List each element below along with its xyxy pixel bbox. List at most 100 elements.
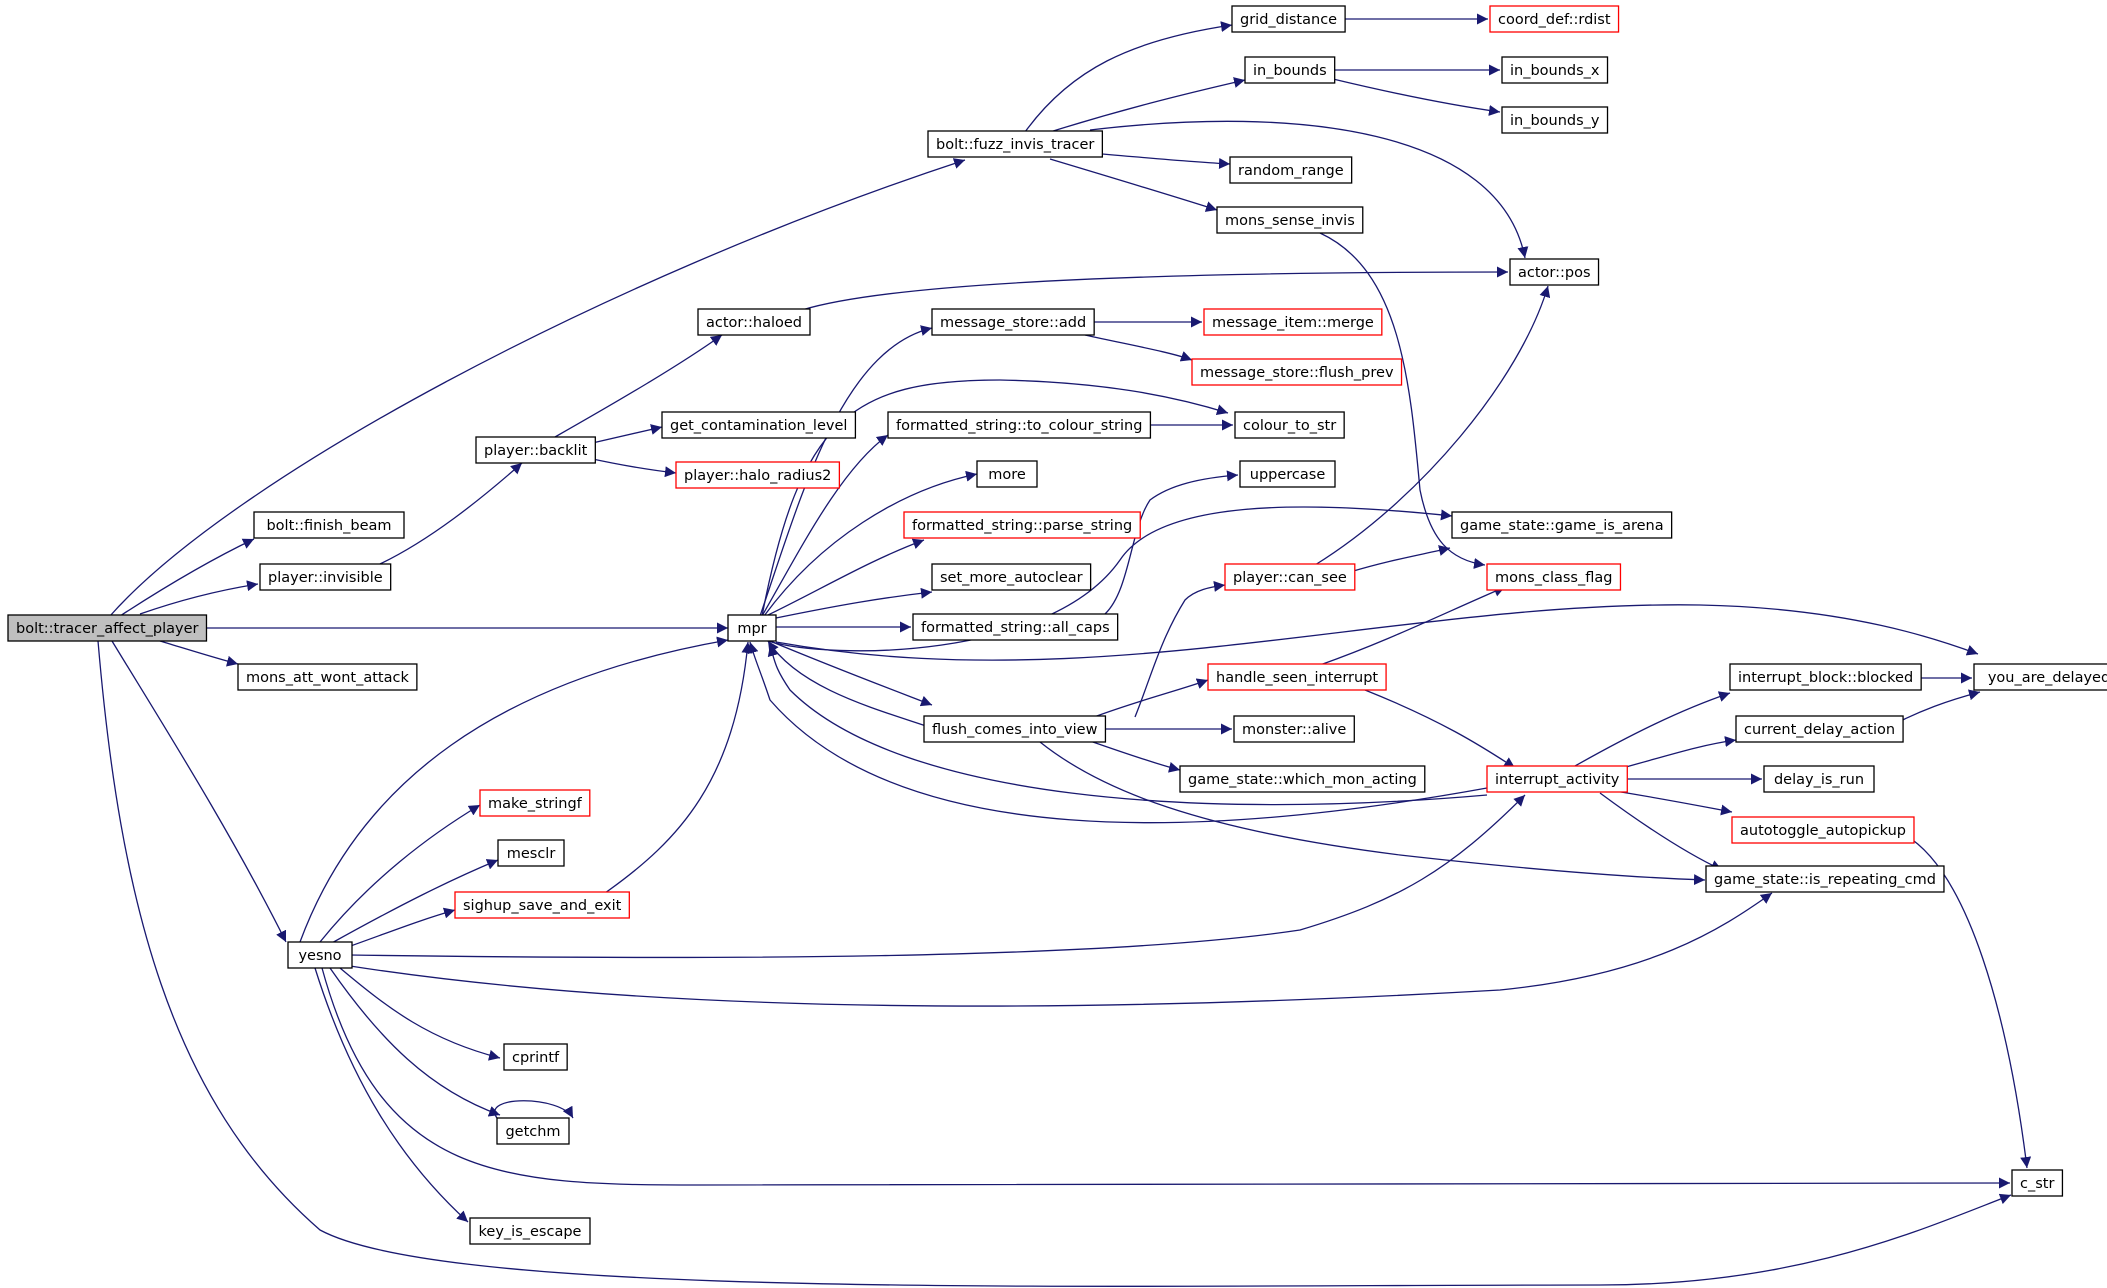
node-randr[interactable]: random_range [1229, 156, 1353, 184]
node-haloed[interactable]: actor::haloed [697, 308, 811, 336]
edge-root-invisible [139, 580, 259, 615]
node-arena[interactable]: game_state::game_is_arena [1451, 511, 1673, 539]
node-gridd[interactable]: grid_distance [1231, 5, 1346, 33]
edge-yesno-sighup [344, 907, 456, 949]
node-label: message_store::flush_prev [1200, 365, 1394, 381]
node-pos[interactable]: actor::pos [1509, 258, 1600, 286]
node-msadd[interactable]: message_store::add [931, 308, 1095, 336]
node-fuzz[interactable]: bolt::fuzz_invis_tracer [927, 130, 1104, 158]
node-alive[interactable]: monster::alive [1233, 715, 1355, 743]
node-label: interrupt_block::blocked [1738, 670, 1913, 686]
node-autopick[interactable]: autotoggle_autopickup [1731, 816, 1915, 844]
node-box [1509, 258, 1600, 286]
node-seenint[interactable]: handle_seen_interrupt [1207, 663, 1387, 691]
node-merge[interactable]: message_item::merge [1203, 308, 1383, 336]
node-box [1224, 563, 1356, 591]
node-halo2[interactable]: player::halo_radius2 [675, 461, 841, 489]
node-box [1231, 5, 1346, 33]
edge-backlit-haloed [554, 334, 723, 438]
edge-root-yesno [111, 640, 287, 943]
node-label: handle_seen_interrupt [1216, 670, 1378, 686]
node-cansee[interactable]: player::can_see [1224, 563, 1356, 591]
node-rdist[interactable]: coord_def::rdist [1489, 5, 1620, 33]
node-getchm[interactable]: getchm [496, 1117, 570, 1145]
node-setmore[interactable]: set_more_autoclear [931, 563, 1092, 591]
node-upper[interactable]: uppercase [1239, 460, 1336, 488]
node-inbounds[interactable]: in_bounds [1244, 56, 1336, 84]
node-inbx[interactable]: in_bounds_x [1501, 56, 1609, 84]
node-tocolour[interactable]: formatted_string::to_colour_string [887, 411, 1152, 439]
node-label: in_bounds_x [1510, 63, 1600, 79]
node-flushview[interactable]: flush_comes_into_view [923, 715, 1107, 743]
node-box [927, 130, 1104, 158]
node-sighup[interactable]: sighup_save_and_exit [454, 891, 630, 919]
node-keyesc[interactable]: key_is_escape [469, 1217, 591, 1245]
node-intact[interactable]: interrupt_activity [1486, 765, 1628, 793]
node-blocked[interactable]: interrupt_block::blocked [1729, 663, 1922, 691]
node-box [7, 614, 208, 642]
edge-yesno-mkstr [319, 804, 481, 943]
edge-mpr-flushview [769, 640, 933, 707]
node-more[interactable]: more [976, 460, 1038, 488]
node-contam[interactable]: get_contamination_level [661, 411, 857, 439]
node-box [1486, 563, 1622, 591]
node-mpr[interactable]: mpr [727, 614, 777, 642]
edge-mpr-delayed [775, 604, 1979, 661]
node-box [1973, 663, 2107, 691]
node-label: cprintf [512, 1050, 560, 1066]
node-curdelay[interactable]: current_delay_action [1735, 715, 1904, 743]
node-inby[interactable]: in_bounds_y [1501, 106, 1609, 134]
node-repeat[interactable]: game_state::is_repeating_cmd [1705, 865, 1945, 893]
edge-root-fuzz [109, 158, 966, 617]
node-label: bolt::finish_beam [266, 518, 391, 534]
edge-mpr-parse [765, 538, 925, 617]
node-allcaps[interactable]: formatted_string::all_caps [912, 613, 1119, 641]
node-whichmon[interactable]: game_state::which_mon_acting [1179, 765, 1426, 793]
node-label: uppercase [1250, 467, 1326, 483]
node-parse[interactable]: formatted_string::parse_string [903, 511, 1141, 539]
node-box [887, 411, 1152, 439]
node-label: grid_distance [1240, 12, 1337, 28]
edge-yesno-repeat [349, 892, 1773, 1007]
node-label: mpr [737, 621, 766, 637]
node-label: sighup_save_and_exit [463, 898, 622, 914]
node-box [237, 663, 418, 691]
node-cprintf[interactable]: cprintf [503, 1043, 568, 1071]
node-classflag[interactable]: mons_class_flag [1486, 563, 1622, 591]
node-yesno[interactable]: yesno [287, 941, 353, 969]
node-box [496, 1117, 570, 1145]
node-label: monster::alive [1242, 722, 1346, 738]
edge-getchm-self [494, 1100, 574, 1119]
node-delayed[interactable]: you_are_delayed [1973, 663, 2107, 691]
node-mesclr[interactable]: mesclr [497, 839, 565, 867]
node-label: coord_def::rdist [1498, 12, 1611, 28]
node-label: more [988, 467, 1026, 483]
node-senseinv[interactable]: mons_sense_invis [1216, 206, 1364, 234]
node-label: player::backlit [484, 443, 588, 459]
node-cstr[interactable]: c_str [2011, 1169, 2064, 1197]
node-box [903, 511, 1141, 539]
node-label: player::halo_radius2 [684, 468, 831, 484]
node-flushprev[interactable]: message_store::flush_prev [1191, 358, 1403, 386]
node-delayrun[interactable]: delay_is_run [1763, 765, 1875, 793]
node-label: mons_sense_invis [1225, 213, 1355, 229]
node-label: message_item::merge [1212, 315, 1374, 331]
node-finish[interactable]: bolt::finish_beam [253, 511, 405, 539]
node-backlit[interactable]: player::backlit [475, 436, 596, 464]
node-label: you_are_delayed [1988, 670, 2107, 686]
edge-yesno-cprintf [339, 967, 501, 1061]
node-box [1735, 715, 1904, 743]
node-invisible[interactable]: player::invisible [259, 563, 392, 591]
node-root[interactable]: bolt::tracer_affect_player [7, 614, 208, 642]
edge-fuzz-gridd [1024, 21, 1233, 133]
edge-mpr-more [763, 470, 978, 617]
node-wontattack[interactable]: mons_att_wont_attack [237, 663, 418, 691]
edge-sighup-mpr [604, 641, 753, 894]
edge-flushview-repeat [1039, 741, 1706, 886]
node-colstr[interactable]: colour_to_str [1234, 411, 1345, 439]
node-box [1501, 106, 1609, 134]
node-box [697, 308, 811, 336]
node-mkstr[interactable]: make_stringf [479, 789, 591, 817]
edge-root-finish [119, 538, 255, 617]
